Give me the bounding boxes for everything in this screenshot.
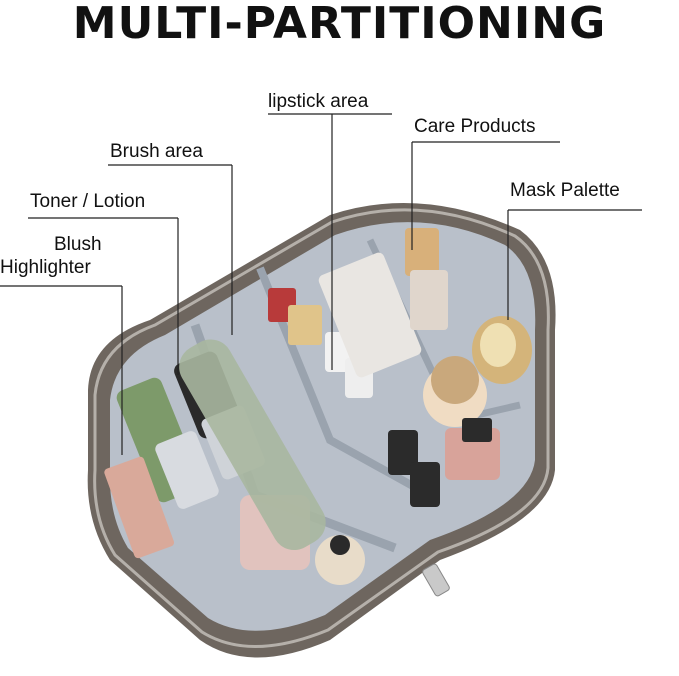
cream-jar-lid — [431, 356, 479, 404]
lipstick-black-2 — [410, 462, 440, 507]
headline-title: MULTI-PARTITIONING — [72, 0, 607, 49]
label-highlighter: Highlighter — [0, 257, 91, 278]
leader-lines — [0, 113, 642, 455]
care-bottle-body — [410, 270, 448, 330]
lipstick-gold — [288, 305, 322, 345]
label-brush-area: Brush area — [110, 141, 203, 162]
blush-compact — [104, 456, 175, 559]
lipstick-black — [388, 430, 418, 475]
label-lipstick-area: lipstick area — [268, 91, 369, 112]
zipper-pull — [422, 563, 450, 597]
brush-tube — [179, 339, 326, 551]
small-jar-cap — [330, 535, 350, 555]
label-care-products: Care Products — [414, 116, 536, 137]
mask-jar-highlight — [480, 323, 516, 367]
label-blush: Blush — [54, 234, 102, 255]
care-bottle-frosted — [318, 252, 422, 378]
pink-bottle-cap — [462, 418, 492, 442]
care-bottle-gold — [405, 228, 439, 276]
label-toner-lotion: Toner / Lotion — [30, 191, 146, 212]
small-jar — [315, 535, 365, 585]
toner-bottle-cap — [155, 431, 219, 509]
label-mask-palette: Mask Palette — [510, 180, 620, 201]
